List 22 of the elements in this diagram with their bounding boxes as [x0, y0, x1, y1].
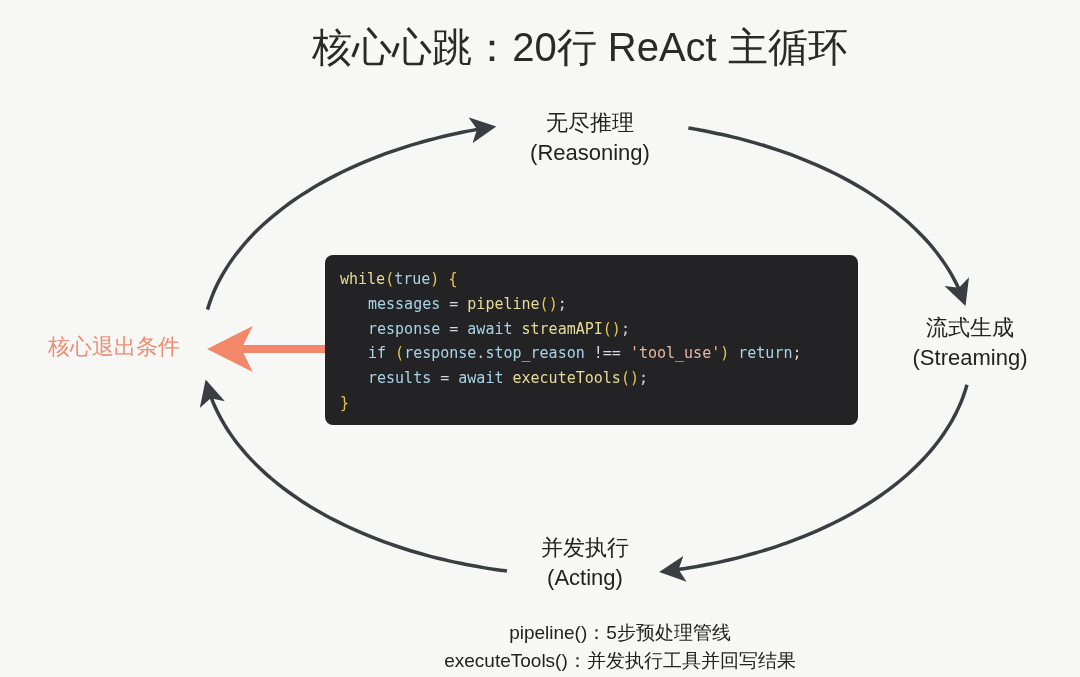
step-subtitle: (Reasoning) [530, 139, 650, 167]
code-line: if (response.stop_reason !== 'tool_use') return; [367, 343, 802, 365]
cycle-arrow [199, 379, 508, 573]
cycle-arrow [205, 117, 497, 311]
code-line: messages = pipeline(); [367, 293, 567, 315]
code-panel [325, 255, 858, 425]
footnote: executeTools()：并发执行工具并回写结果 [444, 649, 796, 673]
exit-condition-label: 核心退出条件 [48, 333, 180, 361]
step-title: 流式生成 [926, 314, 1014, 342]
cycle-arrow [688, 126, 969, 307]
step-subtitle: (Streaming) [912, 344, 1028, 372]
diagram-title: 核心心跳：20行 ReAct 主循环 [311, 24, 849, 71]
step-title: 无尽推理 [546, 109, 634, 137]
code-line: results = await executeTools(); [367, 368, 648, 390]
step-title: 并发执行 [541, 534, 629, 562]
footnote: pipeline()：5步预处理管线 [509, 621, 731, 645]
exit-arrow [206, 326, 325, 372]
code-line: } [340, 393, 350, 414]
step-subtitle: (Acting) [547, 564, 623, 592]
code-line: while(true) { [340, 269, 458, 290]
cycle-arrow [659, 384, 969, 582]
code-line: response = await streamAPI(); [367, 318, 630, 340]
